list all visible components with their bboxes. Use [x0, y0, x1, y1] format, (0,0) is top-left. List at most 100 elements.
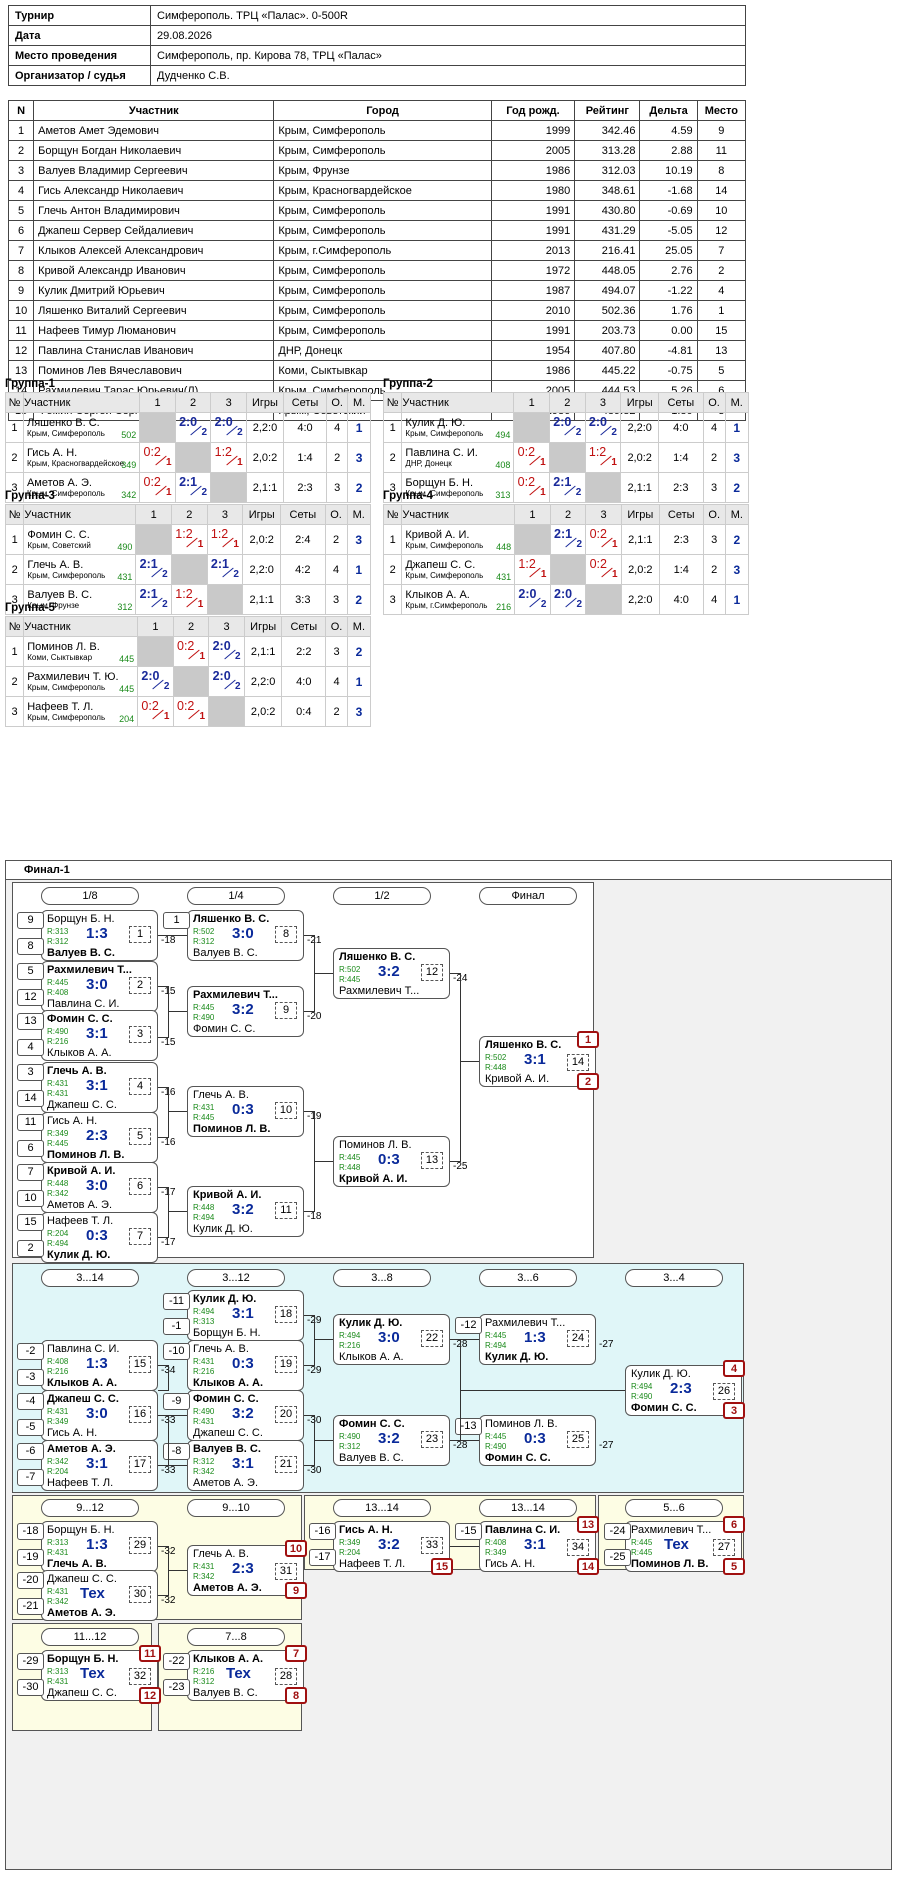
games-cell: 2,2:0 [620, 584, 660, 615]
participant-city: Крым, Красногвардейское [26, 459, 125, 468]
table-cell: Крым, г.Симферополь [273, 240, 492, 261]
table-cell: 4 [7, 180, 35, 201]
place-badge: 1 [577, 1031, 599, 1048]
player-1: Борщун Б. Н. [47, 1653, 119, 1665]
table-cell: Глечь Антон Владимирович [33, 200, 275, 221]
connector-line [314, 1339, 333, 1340]
rating-2: R:431 [47, 1089, 69, 1098]
set-score: 2:0 [179, 415, 198, 429]
row-number: 2 [5, 442, 24, 473]
sets-cell: 0:4 [281, 696, 327, 727]
match-points: 1 [540, 487, 546, 498]
participant-rating: 204 [119, 714, 135, 724]
rating-2: R:204 [47, 1467, 69, 1476]
loser-entry: -22 [163, 1653, 190, 1670]
rating-2: R:448 [485, 1063, 507, 1072]
participant-name: Фомин С. С. [27, 529, 90, 541]
participant-name: Валуев В. С. [27, 589, 93, 601]
loser-label: -25 [453, 1161, 468, 1172]
match-number: 6 [129, 1178, 151, 1195]
rating-1: R:445 [47, 978, 69, 987]
table-cell: Валуев Владимир Сергеевич [33, 160, 275, 181]
round-header: 9...10 [187, 1499, 285, 1517]
loser-entry: -9 [163, 1393, 190, 1410]
match-score: 3:2 [232, 1405, 254, 1422]
table-cell: 445.22 [574, 360, 641, 381]
column-header: 1 [139, 392, 176, 413]
place-cell: 2 [724, 524, 750, 555]
match-points: 1 [540, 457, 546, 468]
loser-entry: -4 [17, 1393, 44, 1410]
match-score: 1:3 [524, 1329, 546, 1346]
rating-2: R:445 [631, 1548, 653, 1557]
match-points: 2 [201, 487, 208, 498]
match-points: 1 [197, 539, 204, 550]
connector-line [304, 1465, 314, 1466]
place-cell: 2 [347, 472, 371, 503]
column-header: Участник [22, 392, 141, 413]
set-score: 1:2 [175, 527, 193, 541]
connector-line [314, 1440, 333, 1441]
match-number: 23 [421, 1431, 443, 1448]
connector-line [460, 973, 461, 1162]
rating-2: R:494 [485, 1341, 507, 1350]
match-score: 1:2 1 [172, 525, 206, 551]
loser-entry: -6 [17, 1443, 44, 1460]
match-score: 2:3 [86, 1127, 108, 1144]
match-score: 3:0 [86, 1177, 108, 1194]
match-number: 9 [275, 1002, 297, 1019]
points-cell: 3 [324, 584, 348, 615]
table-cell: 2005 [490, 140, 576, 161]
column-header: № [4, 504, 25, 525]
player-1: Поминов Л. В. [339, 1139, 412, 1151]
points-cell: 4 [326, 412, 349, 443]
set-score: 1:2 [175, 587, 193, 601]
table-cell: 2.88 [639, 140, 698, 161]
match-points: 1 [233, 539, 239, 550]
info-value: Дудченко С.В. [150, 65, 746, 86]
participant-rating: 494 [495, 430, 511, 440]
match-number: 28 [275, 1668, 297, 1685]
column-header: Игры [245, 392, 285, 413]
loser-entry: -5 [17, 1419, 44, 1436]
set-score: 2:1 [210, 557, 229, 571]
column-header: Игры [620, 504, 660, 525]
column-header: 2 [549, 504, 587, 525]
row-number: 1 [4, 524, 25, 555]
match-points: 2 [163, 681, 170, 692]
column-header: Сеты [280, 504, 326, 525]
player-1: Глечь А. В. [193, 1343, 249, 1355]
loser-entry: -12 [455, 1317, 482, 1334]
match-score: 1:3 [86, 1355, 108, 1372]
games-cell: 2,2:0 [242, 554, 282, 585]
rating-1: R:490 [47, 1027, 69, 1036]
connector-line [314, 1161, 333, 1162]
table-cell: 203.73 [574, 320, 641, 341]
match-number: 8 [275, 926, 297, 943]
rating-1: R:448 [193, 1203, 215, 1212]
column-header: 3 [208, 616, 245, 637]
match-number: 22 [421, 1330, 443, 1347]
loser-entry: -20 [17, 1572, 44, 1589]
table-cell: 1 [7, 120, 35, 141]
